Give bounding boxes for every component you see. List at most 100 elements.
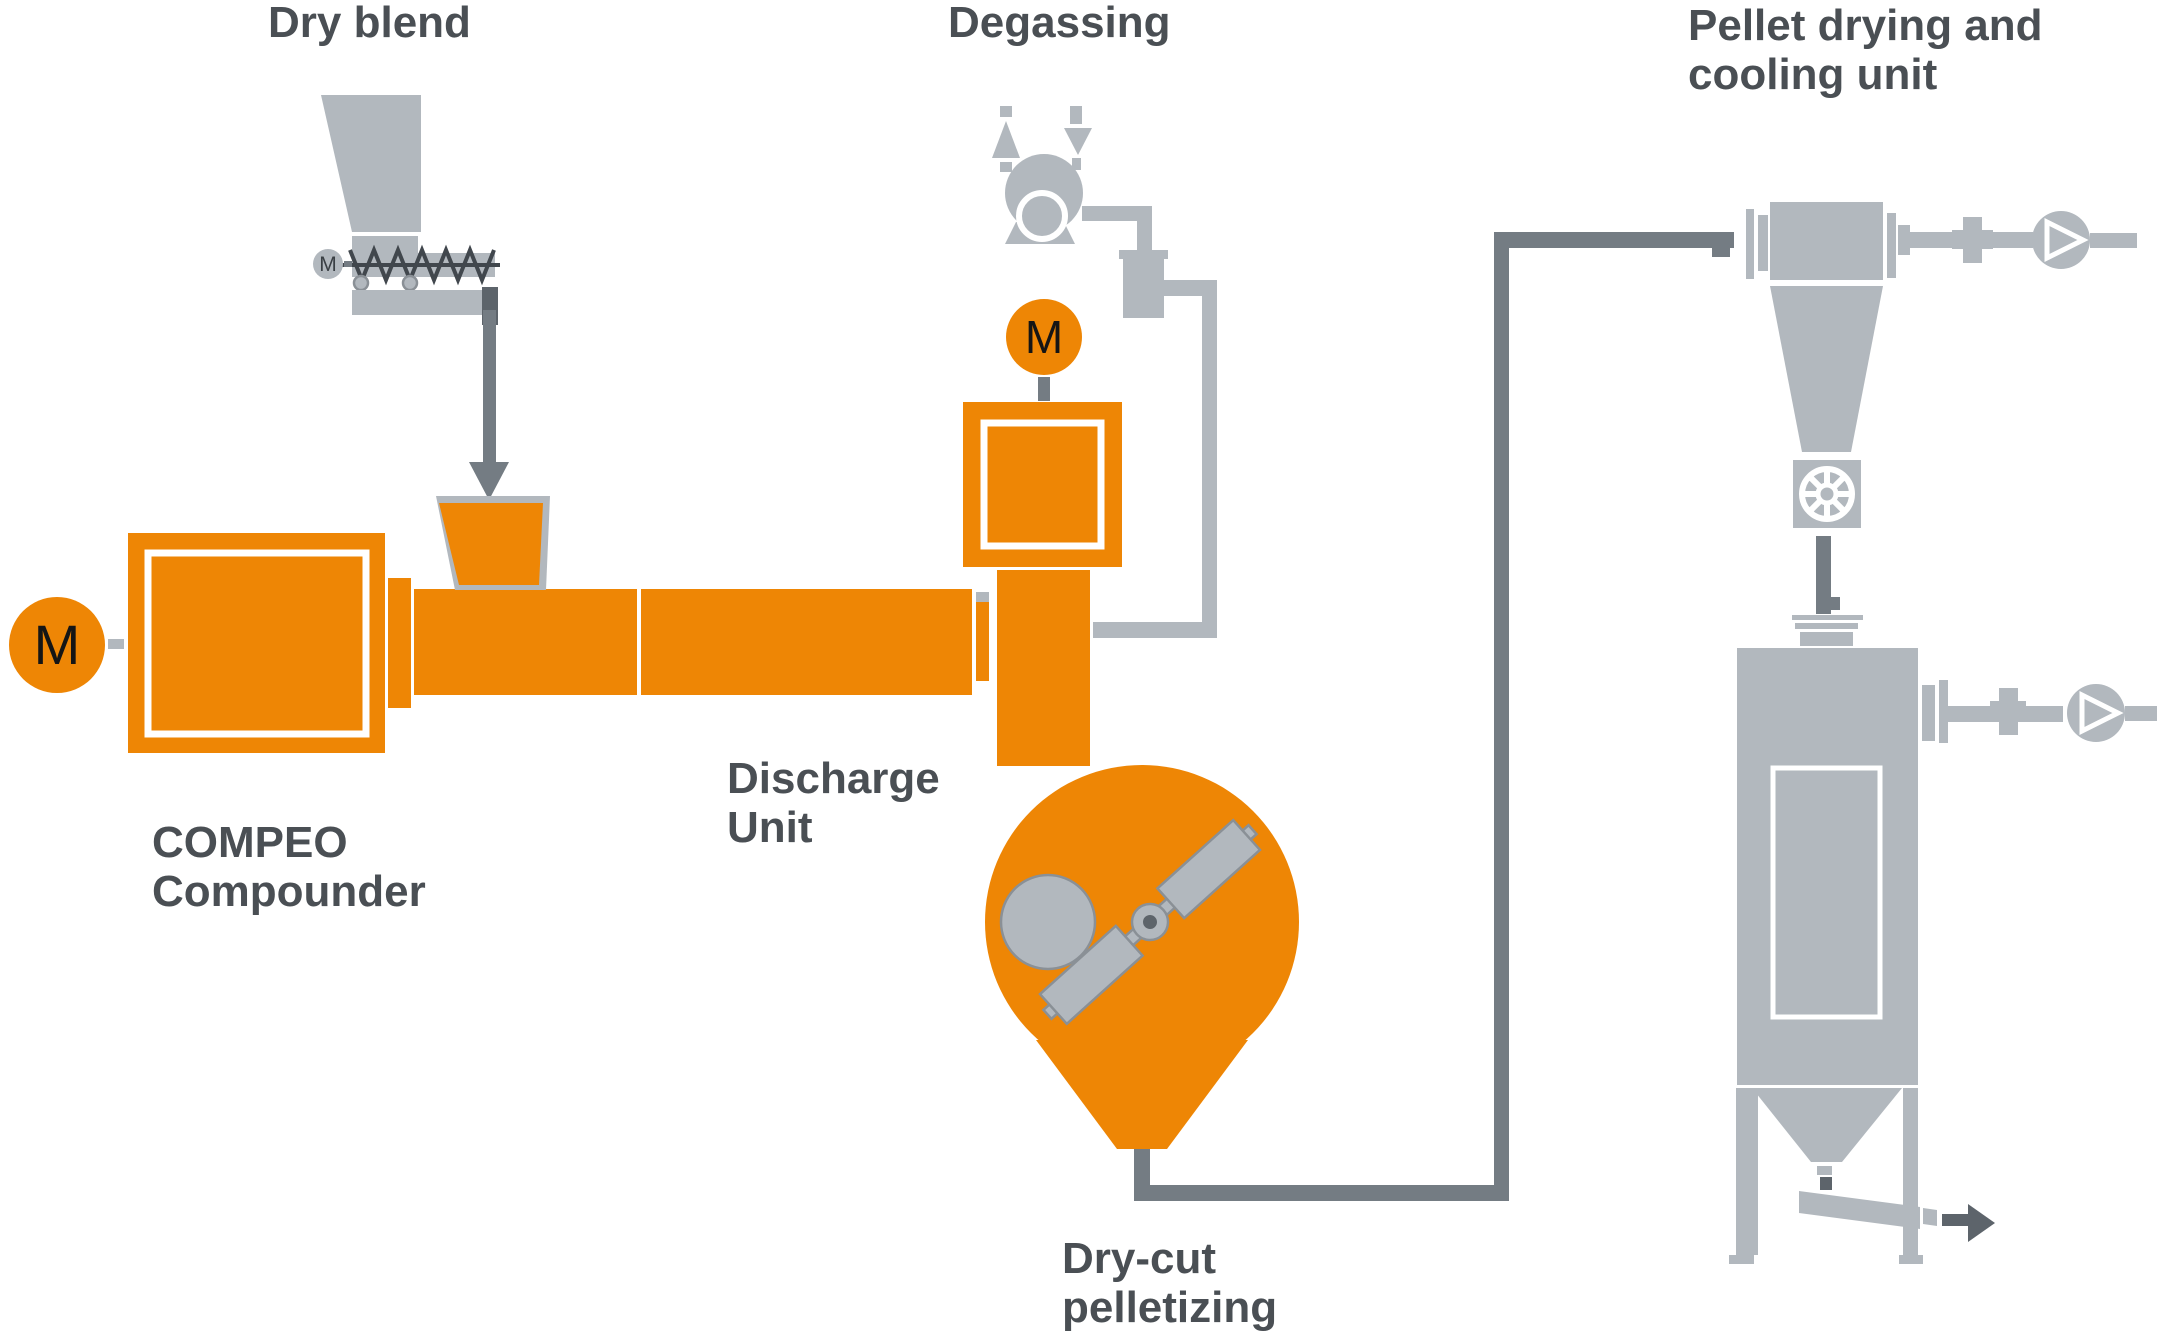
- valve-wheel-spokes: [1802, 469, 1852, 519]
- vent-box-inner-frame: [980, 419, 1105, 550]
- feed-hopper: [439, 503, 543, 585]
- feeder-base: [352, 290, 483, 315]
- feed-arrow-head: [469, 462, 509, 500]
- screw-icon: [348, 244, 496, 286]
- pellet-transport-pipe: [1134, 232, 1734, 1201]
- compounder-motor-label: M: [34, 613, 81, 676]
- label-degassing: Degassing: [948, 0, 1171, 47]
- cyclone-separator: [1746, 202, 2137, 614]
- tank-lid-flange-1: [1792, 615, 1863, 620]
- pipe-bottom-run: [1134, 1185, 1509, 1201]
- pipe-riser: [1494, 232, 1509, 1201]
- barrel-section-2: [641, 589, 972, 695]
- label-compounder-line2: Compounder: [152, 867, 426, 916]
- pelletizer: [985, 765, 1299, 1149]
- return-arrow-stem: [1070, 106, 1082, 124]
- tank-fan-blade: [2079, 690, 2124, 736]
- condenser-vessel: [1123, 259, 1164, 318]
- degassing-motor-badge: [1006, 299, 1082, 375]
- tank-fitting-h: [1990, 701, 2026, 720]
- vent-box: [963, 402, 1122, 567]
- vacuum-pump-rotor: [1016, 190, 1068, 242]
- tank-lid-flange-2: [1795, 623, 1858, 629]
- return-arrow-stub: [1072, 158, 1081, 170]
- gearbox-inner-frame: [144, 549, 370, 738]
- gearbox-housing: [128, 533, 385, 753]
- feeder-throat: [352, 236, 418, 253]
- degassing-return-pipe: [1093, 622, 1217, 638]
- die-plate-cap: [976, 592, 989, 602]
- cutter-blade-2: [1155, 818, 1262, 920]
- degassing-downpipe: [1202, 280, 1217, 630]
- tank-inlet-collar: [1800, 632, 1853, 646]
- compeo-compounder: M: [9, 496, 989, 753]
- feed-arrow-stem: [483, 310, 496, 465]
- suction-arrow-up: [992, 121, 1020, 158]
- tank-leg-left: [1736, 1088, 1758, 1255]
- pipe-inlet-step: [1712, 248, 1730, 257]
- label-discharge-line2: Unit: [727, 803, 813, 852]
- label-pelletizing-line2: pelletizing: [1062, 1283, 1277, 1332]
- vacuum-pipe-v: [1137, 206, 1152, 253]
- label-pellet-drying-line1: Pellet drying and: [1688, 1, 2043, 50]
- label-dry-blend: Dry blend: [268, 0, 471, 47]
- degassing-motor-label: M: [1025, 311, 1063, 363]
- gravimetric-feeder: M: [313, 95, 509, 500]
- exhaust-fitting-h: [1952, 230, 1993, 249]
- cone-outlet-valve: [1820, 1177, 1832, 1190]
- die-plate: [976, 602, 989, 681]
- tank-nozzle-flange-2: [1939, 680, 1948, 743]
- output-arrow-stem: [1942, 1214, 1969, 1226]
- motor-link: [108, 639, 124, 649]
- diagram-labels: Dry blend Degassing Pellet drying and co…: [152, 0, 2043, 1332]
- load-cell-left: [352, 274, 370, 292]
- discharge-chute: [1799, 1191, 1920, 1229]
- suction-arrow-stub: [1000, 106, 1012, 117]
- label-compounder-line1: COMPEO: [152, 818, 348, 867]
- tank-discharge-cone: [1752, 1088, 1902, 1162]
- tank-window: [1770, 765, 1883, 1020]
- compounder-motor-badge: [9, 597, 105, 693]
- load-cell-right: [401, 274, 419, 292]
- rotating-cutter: [1038, 818, 1262, 1026]
- rotary-valve-icon: [1799, 466, 1855, 522]
- tank-nozzle-flange-1: [1922, 685, 1935, 741]
- cone-outlet-stub: [1817, 1166, 1832, 1175]
- cutter-blade-1: [1038, 924, 1145, 1026]
- idler-wheel: [999, 873, 1097, 971]
- pelletizer-cone: [1036, 1040, 1248, 1149]
- pipe-top-run: [1494, 232, 1734, 248]
- output-arrow-head: [1968, 1204, 1995, 1242]
- tank-leg-right: [1903, 1088, 1918, 1255]
- cutter-hub-pin: [1143, 915, 1157, 929]
- valve-drop-arrow-stem: [1816, 536, 1831, 614]
- tank-foot-left: [1729, 1255, 1754, 1264]
- discharge-chute-tip: [1923, 1208, 1937, 1226]
- valve-drop-arrow-foot: [1831, 597, 1840, 610]
- label-pelletizing-line1: Dry-cut: [1062, 1234, 1216, 1283]
- cyclone-outlet-hub: [1898, 225, 1910, 255]
- cyclone-outlet-flange: [1887, 213, 1896, 278]
- exhaust-fan-blade: [2044, 217, 2089, 263]
- discharge-downpipe: [997, 570, 1090, 766]
- condenser-cap: [1119, 250, 1168, 259]
- feeder-motor-link: [344, 261, 352, 267]
- tank-fan-tail-pipe: [2125, 706, 2157, 721]
- pipe-outlet-stub: [1134, 1149, 1150, 1193]
- cyclone-inlet-flange-1: [1746, 209, 1754, 279]
- return-arrow-down: [1064, 128, 1092, 155]
- tank-body: [1737, 648, 1918, 1085]
- cyclone-inlet-flange-2: [1758, 215, 1768, 271]
- feeder-motor-badge: [313, 249, 343, 279]
- barrel-section-1: [414, 589, 637, 695]
- coupling: [388, 578, 411, 708]
- degassing-unit: M: [963, 106, 1217, 638]
- tank-foot-right: [1899, 1255, 1923, 1264]
- vent-box-link: [1038, 377, 1050, 401]
- label-pellet-drying-line2: cooling unit: [1688, 50, 1938, 99]
- suction-arrow-stem: [1000, 162, 1012, 172]
- exhaust-tail-pipe: [2090, 233, 2137, 248]
- feeder-motor-label: M: [319, 253, 337, 276]
- label-discharge-line1: Discharge: [727, 754, 940, 803]
